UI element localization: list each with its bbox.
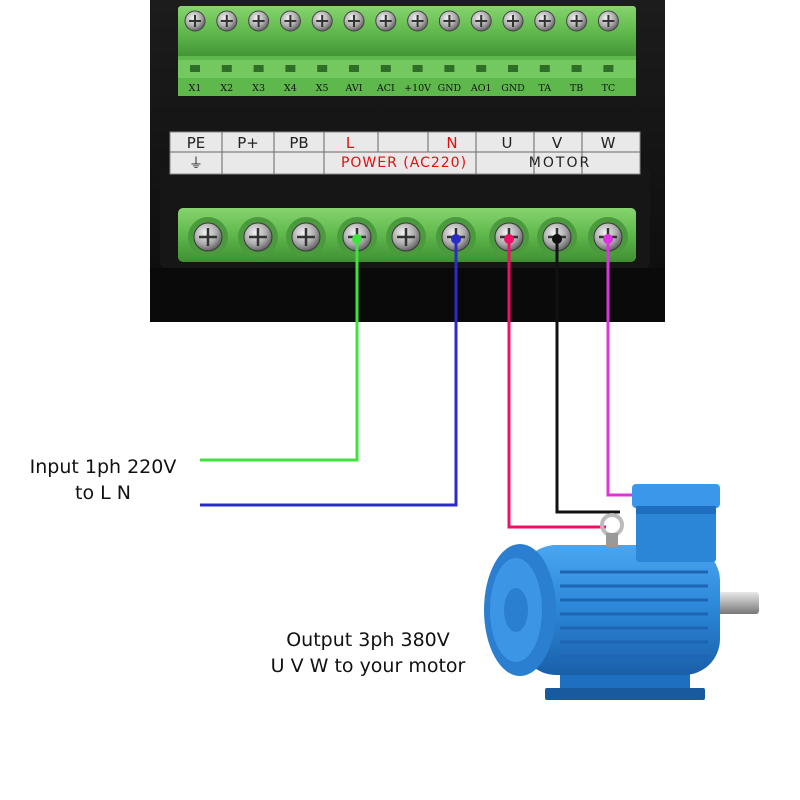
wire-n [200, 240, 458, 507]
wire-connection-dots [352, 234, 613, 244]
power-terminal-label: W [601, 134, 616, 152]
control-slot [508, 65, 518, 72]
output-caption-line1: Output 3ph 380V [286, 629, 450, 651]
control-screw [311, 10, 333, 32]
control-terminal-label: X2 [220, 83, 233, 94]
ground-symbol: ⏚ [189, 156, 203, 172]
power-group-label: POWER (AC220) [341, 155, 467, 171]
dot-u [504, 234, 514, 244]
power-terminal-label: P+ [237, 134, 259, 152]
control-terminal-label: AVI [344, 83, 362, 94]
control-screw [438, 10, 460, 32]
dot-v [552, 234, 562, 244]
control-slot [285, 65, 296, 72]
power-screw [238, 217, 278, 257]
control-terminal-label: TB [570, 83, 583, 94]
power-label-plate: PE P+ PB L N U V W ⏚ POWER (AC220) MOTOR [169, 131, 641, 175]
control-screw [343, 10, 365, 32]
input-caption: Input 1ph 220V to L N [8, 454, 198, 506]
wire-l [200, 240, 359, 462]
control-terminal-label: +10V [404, 83, 431, 94]
control-screw [566, 10, 588, 32]
wires [200, 240, 640, 529]
output-caption-line2: U V W to your motor [270, 655, 466, 677]
dot-w [603, 234, 613, 244]
control-terminal-label: AO1 [470, 83, 492, 94]
power-terminal-label: PE [187, 134, 206, 152]
control-screw [597, 10, 619, 32]
control-screw [375, 10, 397, 32]
control-slot [412, 65, 423, 72]
control-screw [407, 10, 429, 32]
control-slot [349, 65, 359, 72]
power-terminal-block [178, 208, 636, 262]
control-terminal-label: X5 [316, 83, 329, 94]
power-screw [188, 217, 228, 257]
control-slot [190, 65, 200, 72]
power-terminal-label: V [552, 134, 563, 152]
control-screw [502, 10, 524, 32]
control-terminal-label: TC [602, 83, 616, 94]
power-terminal-label: U [502, 134, 513, 152]
control-screw [279, 10, 301, 32]
power-terminal-label: N [446, 134, 457, 152]
power-screw [386, 217, 426, 257]
input-caption-line2: to L N [75, 482, 131, 504]
control-terminal-label: GND [438, 83, 462, 94]
control-screw [534, 10, 556, 32]
wire-w [606, 240, 640, 497]
control-terminal-block: X1 X2 X3 X4 X5 AVI ACI +10V GND AO1 GND TA TB TC [178, 6, 636, 96]
control-terminal-label: X4 [284, 83, 297, 94]
input-caption-line1: Input 1ph 220V [29, 456, 177, 478]
control-slot [380, 65, 391, 72]
control-slot [253, 65, 264, 72]
control-terminal-label: X3 [252, 83, 265, 94]
power-screw [286, 217, 326, 257]
dot-l [352, 234, 362, 244]
control-screw [470, 10, 492, 32]
control-terminal-label: TA [538, 83, 551, 94]
power-terminal-label: L [346, 134, 355, 152]
wire-u [507, 240, 606, 529]
control-slot [317, 65, 328, 72]
control-slot [221, 65, 232, 72]
control-slot [539, 65, 550, 72]
motor-group-label: MOTOR [529, 155, 591, 171]
control-slot [603, 65, 614, 72]
dot-n [451, 234, 461, 244]
control-slot [444, 65, 455, 72]
control-slot [476, 65, 487, 72]
motor-illustration [484, 484, 759, 700]
wire-v [555, 240, 620, 514]
control-terminal-label: GND [501, 83, 525, 94]
control-screw [248, 10, 270, 32]
output-caption: Output 3ph 380V U V W to your motor [248, 627, 488, 679]
power-terminal-label: PB [289, 134, 308, 152]
control-slot [571, 65, 582, 72]
control-screw [184, 10, 206, 32]
control-terminal-label: X1 [189, 83, 202, 94]
control-screw [216, 10, 238, 32]
control-terminal-label: ACI [376, 83, 395, 94]
